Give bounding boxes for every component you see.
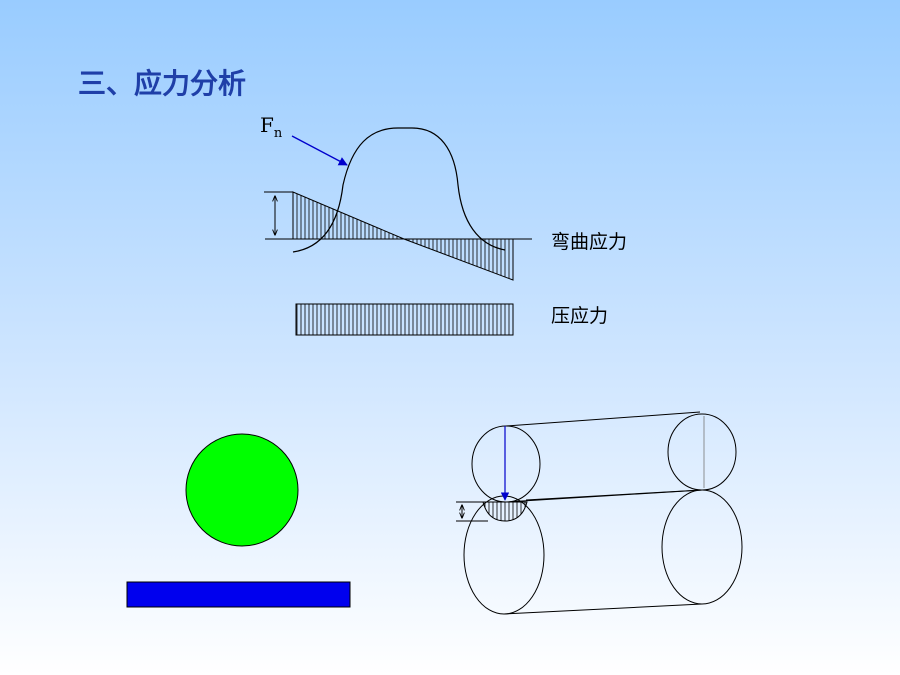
upper-cylinder-front <box>471 425 541 503</box>
contact-stress-zone <box>482 501 528 522</box>
slide-title: 三、应力分析 <box>78 67 247 100</box>
lower-cylinder-back <box>661 489 743 605</box>
bending-stress-lower <box>403 238 514 281</box>
compressive-stress-label: 压应力 <box>551 305 608 327</box>
green-circle <box>185 433 299 547</box>
force-arrow <box>291 135 348 166</box>
compressive-stress-bar <box>295 303 514 336</box>
bending-stress-label: 弯曲应力 <box>551 231 627 253</box>
blue-bar <box>126 581 351 608</box>
force-label: Fn <box>260 113 283 141</box>
bending-stress-upper <box>292 191 405 240</box>
upper-cylinder-back <box>667 413 737 491</box>
